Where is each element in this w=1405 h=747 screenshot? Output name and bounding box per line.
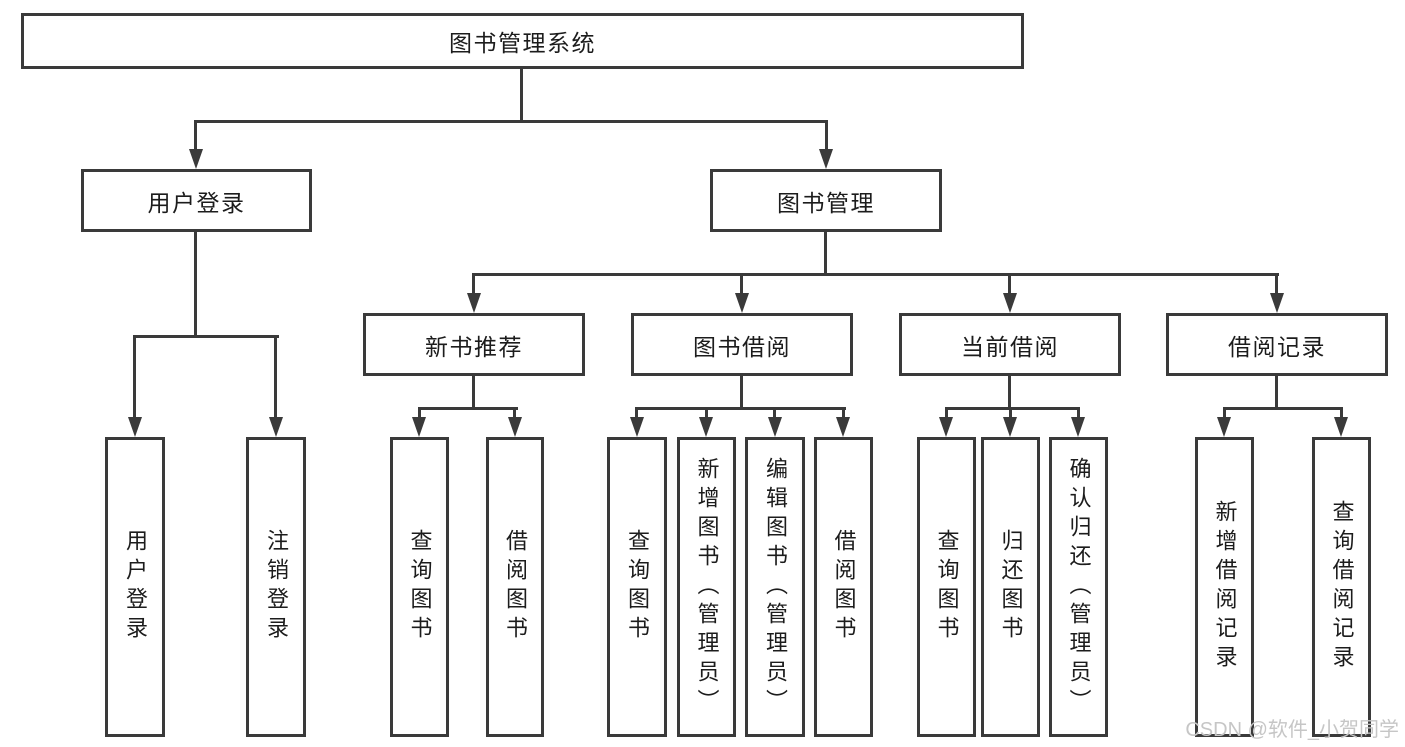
- connector-line: [1077, 407, 1080, 419]
- node-label: 当前借阅: [961, 333, 1059, 360]
- node-library-management-system: 图书管理系统: [21, 13, 1024, 69]
- arrow-down-icon: [819, 149, 833, 169]
- node-label: 新书推荐: [425, 333, 523, 360]
- arrow-down-icon: [269, 417, 283, 437]
- connector-line: [1275, 376, 1278, 407]
- connector-line: [133, 335, 279, 338]
- connector-line: [418, 407, 421, 419]
- node-label: 用户登录: [147, 189, 246, 216]
- node-label: 新增借阅记录: [1212, 500, 1238, 674]
- connector-line: [740, 273, 743, 295]
- watermark: CSDN @软件_小贺同学: [1185, 719, 1399, 741]
- node-label: 借阅记录: [1228, 333, 1326, 360]
- node-label: 确认归还（管理员）: [1066, 456, 1092, 718]
- node-user-login: 用户登录: [81, 169, 312, 232]
- connector-line: [1008, 376, 1011, 407]
- leaf-query-borrow-record: 查询借阅记录: [1312, 437, 1371, 737]
- connector-line: [1008, 273, 1011, 295]
- connector-line: [740, 376, 743, 407]
- leaf-return-book: 归还图书: [981, 437, 1040, 737]
- connector-line: [472, 273, 475, 295]
- arrow-down-icon: [630, 417, 644, 437]
- node-book-management: 图书管理: [710, 169, 942, 232]
- node-borrow-records: 借阅记录: [1166, 313, 1388, 376]
- node-label: 注销登录: [264, 529, 289, 645]
- arrow-down-icon: [508, 417, 522, 437]
- arrow-down-icon: [1003, 293, 1017, 313]
- connector-line: [825, 120, 828, 152]
- connector-line: [824, 232, 827, 275]
- connector-line: [194, 120, 197, 152]
- arrow-down-icon: [939, 417, 953, 437]
- arrow-down-icon: [412, 417, 426, 437]
- leaf-query-book-3: 查询图书: [917, 437, 976, 737]
- leaf-logout: 注销登录: [246, 437, 306, 737]
- leaf-query-book-1: 查询图书: [390, 437, 449, 737]
- arrow-down-icon: [699, 417, 713, 437]
- connector-line: [1275, 273, 1278, 295]
- node-label: 图书管理: [777, 189, 875, 216]
- leaf-borrow-book-2: 借阅图书: [814, 437, 873, 737]
- connector-line: [418, 407, 518, 410]
- node-label: 借阅图书: [503, 529, 528, 645]
- node-label: 查询借阅记录: [1329, 500, 1355, 674]
- leaf-user-login: 用户登录: [105, 437, 165, 737]
- connector-line: [705, 407, 708, 419]
- arrow-down-icon: [1071, 417, 1085, 437]
- arrow-down-icon: [735, 293, 749, 313]
- connector-line: [635, 407, 638, 419]
- connector-line: [1340, 407, 1343, 419]
- connector-line: [133, 335, 136, 419]
- arrow-down-icon: [1334, 417, 1348, 437]
- connector-line: [513, 407, 516, 419]
- connector-line: [945, 407, 1079, 410]
- connector-line: [274, 335, 277, 419]
- node-label: 图书管理系统: [449, 30, 596, 56]
- arrow-down-icon: [1217, 417, 1231, 437]
- node-current-borrow: 当前借阅: [899, 313, 1121, 376]
- leaf-add-book-admin: 新增图书（管理员）: [677, 437, 736, 737]
- connector-line: [520, 69, 523, 120]
- node-label: 编辑图书（管理员）: [763, 456, 788, 718]
- leaf-add-borrow-record: 新增借阅记录: [1195, 437, 1254, 737]
- node-label: 查询图书: [407, 529, 433, 645]
- arrow-down-icon: [1270, 293, 1284, 313]
- leaf-edit-book-admin: 编辑图书（管理员）: [745, 437, 805, 737]
- node-label: 归还图书: [998, 529, 1024, 645]
- connector-line: [194, 232, 197, 338]
- arrow-down-icon: [836, 417, 850, 437]
- connector-line: [1009, 407, 1012, 419]
- leaf-borrow-book-1: 借阅图书: [486, 437, 544, 737]
- connector-line: [945, 407, 948, 419]
- node-label: 借阅图书: [831, 529, 857, 645]
- node-label: 图书借阅: [693, 333, 791, 360]
- connector-line: [472, 376, 475, 407]
- node-book-borrow: 图书借阅: [631, 313, 853, 376]
- arrow-down-icon: [467, 293, 481, 313]
- node-new-book-recommend: 新书推荐: [363, 313, 585, 376]
- connector-line: [472, 273, 1279, 276]
- arrow-down-icon: [128, 417, 142, 437]
- node-label: 查询图书: [625, 529, 650, 645]
- connector-line: [1223, 407, 1226, 419]
- node-label: 查询图书: [934, 529, 960, 645]
- leaf-confirm-return-admin: 确认归还（管理员）: [1049, 437, 1108, 737]
- leaf-query-book-2: 查询图书: [607, 437, 667, 737]
- connector-line: [842, 407, 845, 419]
- node-label: 新增图书（管理员）: [694, 456, 720, 718]
- connector-line: [195, 120, 828, 123]
- connector-line: [1223, 407, 1343, 410]
- arrow-down-icon: [768, 417, 782, 437]
- connector-line: [773, 407, 776, 419]
- connector-line: [635, 407, 846, 410]
- arrow-down-icon: [1003, 417, 1017, 437]
- node-label: 用户登录: [123, 529, 148, 645]
- arrow-down-icon: [189, 149, 203, 169]
